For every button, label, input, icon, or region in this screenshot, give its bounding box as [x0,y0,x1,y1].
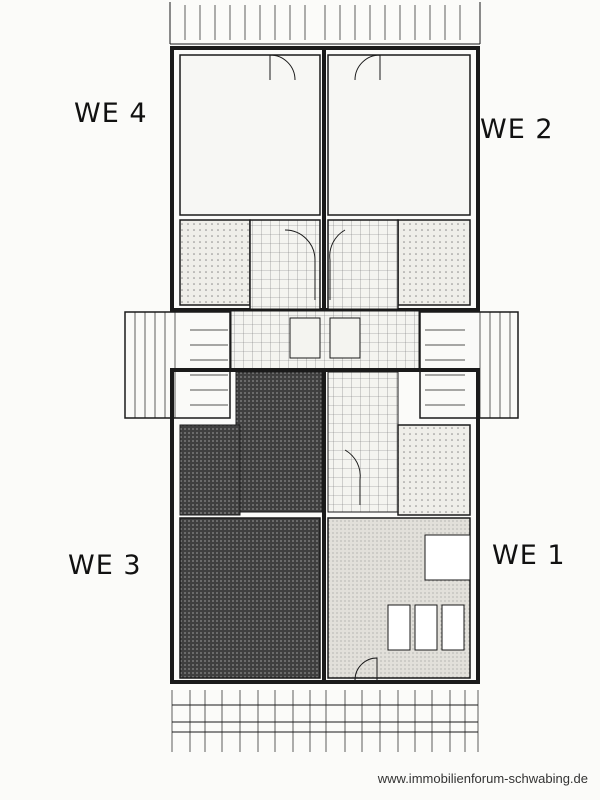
wc-left [289,317,321,359]
we4-living-room [179,54,321,216]
right-balcony [419,311,519,419]
we3-stair-hall [235,371,323,513]
left-balcony [124,311,231,419]
unit-label-we3: WE 3 [68,550,142,581]
we2-stair-hall [327,219,399,311]
unit-label-we2: WE 2 [480,114,554,145]
watermark: www.immobilienforum-schwabing.de [377,771,588,786]
bottom-dimension-strip [171,690,479,752]
we2-living-room [327,54,471,216]
unit-label-we1: WE 1 [492,540,566,571]
we3-kitchen [179,424,241,516]
middle-core [228,308,422,372]
top-dimension-strip [169,2,481,45]
we1-kitchen [397,424,471,516]
we1-stair-hall [327,371,399,513]
we3-living-room [179,517,321,679]
wc-right [329,317,361,359]
lower-building-outline [170,368,480,684]
we4-stair-hall [249,219,321,311]
we4-kitchen [179,219,251,306]
unit-label-we4: WE 4 [74,98,148,129]
we2-kitchen [397,219,471,306]
